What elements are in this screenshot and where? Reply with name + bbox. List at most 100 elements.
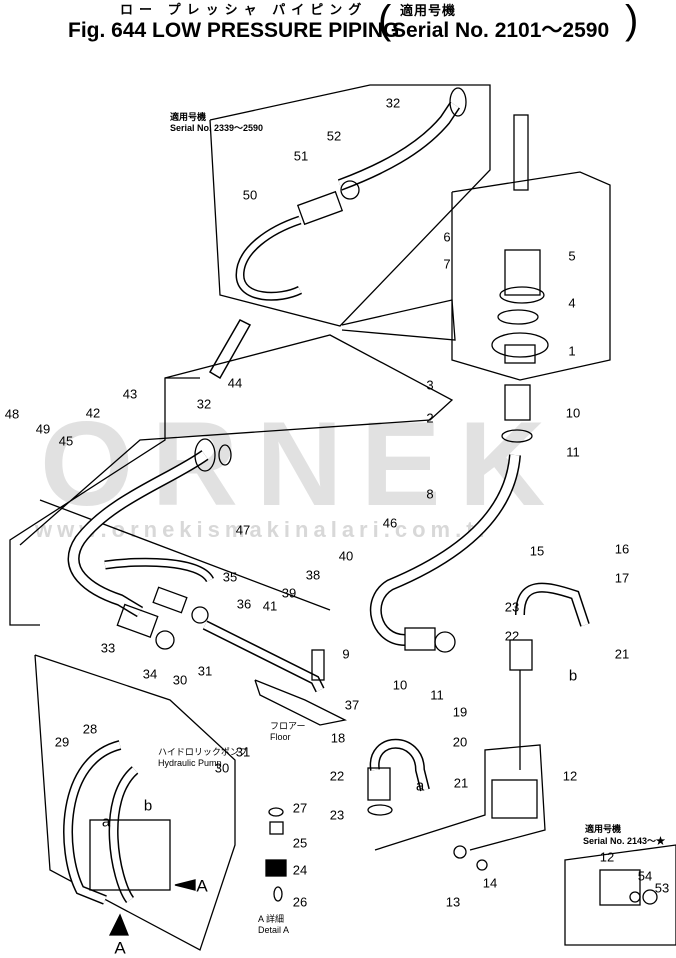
inset-box-left: [9, 334, 454, 626]
title-japanese: ロー プレッシャ パイピング: [120, 2, 368, 17]
callout: A: [114, 938, 126, 958]
paren-open: (: [378, 0, 392, 42]
nut-25: [269, 821, 284, 835]
clamp-23: [367, 804, 393, 816]
callout: 17: [614, 570, 630, 586]
callout: 33: [100, 640, 116, 656]
oring-54: [629, 891, 641, 903]
elbow-24: [265, 859, 287, 877]
hose-10-top: [504, 384, 531, 421]
callout: 25: [292, 835, 308, 851]
callout: 26: [292, 894, 308, 910]
paren-close: ): [625, 0, 639, 42]
serial-japanese: 適用号機: [400, 3, 457, 18]
callout: 6: [443, 229, 451, 245]
callout: 3: [426, 377, 434, 393]
callout: 11: [430, 687, 444, 703]
callout: 35: [222, 569, 238, 585]
callout: 16: [614, 541, 630, 557]
inset-top-serial: Serial No. 2339～2590: [170, 123, 264, 133]
callout: 36: [236, 596, 252, 612]
callout: 44: [227, 375, 243, 391]
plug-53: [642, 889, 658, 905]
inset-box-pump: [34, 654, 236, 951]
callout: 22: [504, 628, 520, 644]
valve-12-detail: [599, 869, 641, 906]
callout: 43: [122, 386, 138, 402]
callout: 31: [235, 744, 251, 760]
clamp-11-top: [501, 429, 533, 443]
adapter-1: [491, 332, 549, 358]
callout: 31: [197, 663, 213, 679]
callout: 49: [35, 421, 51, 437]
callout: 27: [292, 800, 308, 816]
inset-right-jp: 適用号機: [585, 824, 622, 834]
detail-label: Detail A: [258, 925, 290, 935]
callout: 12: [562, 768, 578, 784]
bolt-13: [453, 845, 467, 859]
callout: 5: [568, 248, 576, 264]
pipe-8: [369, 454, 521, 646]
hose-35: [152, 586, 188, 614]
callout: 41: [262, 598, 278, 614]
serial-range: Serial No. 2101～2590: [392, 19, 610, 42]
callout: 19: [452, 704, 468, 720]
oring-44: [218, 444, 232, 466]
callout: 28: [82, 721, 98, 737]
floor-jp: フロアー: [270, 721, 306, 731]
callout: 47: [235, 522, 251, 538]
callout: 4: [568, 295, 576, 311]
callout: 42: [85, 405, 101, 421]
pump-jp: ハイドロリックポンプ: [158, 747, 248, 757]
callout: 20: [452, 734, 468, 750]
callout: 52: [326, 128, 342, 144]
callout: 18: [330, 730, 346, 746]
callout: 21: [453, 775, 469, 791]
inset-box-right: [564, 844, 676, 946]
inset-box-mid: [374, 744, 546, 851]
flange-32: [449, 87, 467, 117]
clamp-52: [340, 180, 360, 200]
callout: 22: [329, 768, 345, 784]
detail-jp: A 詳細: [258, 914, 285, 924]
callout: 50: [242, 187, 258, 203]
callout: b: [568, 667, 578, 685]
callout: 51: [293, 148, 309, 164]
clamp-36: [191, 606, 209, 624]
filter-5: [504, 249, 541, 296]
callout: 37: [344, 697, 360, 713]
plug-26: [273, 886, 283, 902]
callout: 34: [142, 666, 158, 682]
callout: 15: [529, 543, 545, 559]
callout: 14: [482, 875, 498, 891]
washer-14: [476, 859, 488, 871]
oring-4: [497, 309, 539, 325]
callout: 2: [426, 410, 434, 426]
callout: 40: [338, 548, 354, 564]
hydraulic-pump: [89, 819, 171, 891]
page-title: Fig. 644 LOW PRESSURE PIPING: [68, 19, 400, 42]
callout: 1: [568, 343, 576, 359]
clamp-11: [434, 631, 456, 653]
inset-top-jp: 適用号機: [170, 112, 207, 122]
pump-label: Hydraulic Pump: [158, 758, 222, 768]
arrow-a-up: [108, 913, 129, 936]
callout: 54: [637, 868, 653, 884]
callout: 9: [342, 646, 350, 662]
callout: b: [143, 797, 153, 815]
callout: 30: [172, 672, 188, 688]
callout: 7: [443, 256, 451, 272]
callout: 12: [599, 849, 615, 865]
floor-label: Floor: [270, 732, 291, 742]
callout: 21: [614, 646, 630, 662]
hose-10: [404, 627, 436, 651]
callout: 23: [504, 599, 520, 615]
floor-plate: [254, 679, 347, 726]
callout: 8: [426, 486, 434, 502]
arrow-a-right: [174, 879, 196, 891]
callout: 53: [654, 880, 670, 896]
hose-33: [116, 603, 159, 638]
inset-box-top: [209, 84, 491, 327]
inset-right-serial: Serial No. 2143～★: [583, 836, 666, 846]
